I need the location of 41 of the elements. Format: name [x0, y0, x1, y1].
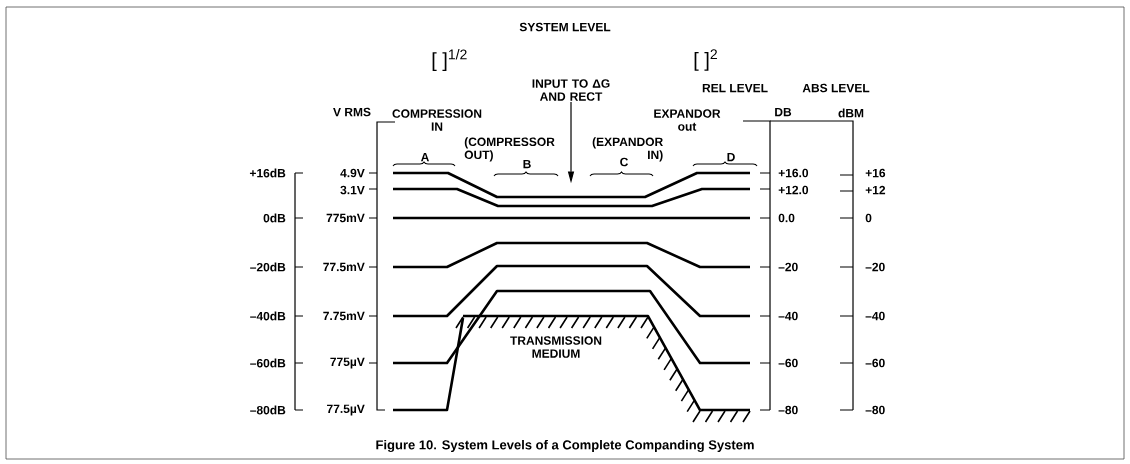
tick-label: 775mV: [326, 213, 365, 223]
tick-label: –20dB: [250, 262, 286, 272]
tick-label: 0: [865, 213, 872, 223]
tick-label: –40: [778, 311, 798, 321]
tick-label: 7.75mV: [323, 311, 365, 321]
annotation-text: TRANSMISSION MEDIUM: [510, 336, 602, 358]
tick-label: –80dB: [250, 405, 286, 415]
caption: Figure 10. System Levels of a Complete Companding System: [376, 439, 754, 453]
annotation-text: INPUT TO ΔG AND RECT: [532, 79, 610, 101]
tick-label: –20: [778, 262, 798, 272]
exponent-bracket: [ ]$^{2}$: [694, 49, 717, 71]
tick-label: +16.0: [778, 168, 809, 178]
tick-label: –80: [865, 405, 885, 415]
column-heading: ABS LEVEL: [802, 83, 870, 93]
tick-label: +12: [865, 185, 886, 195]
tick-label: 775µV: [330, 357, 365, 369]
level-curve: [393, 171, 750, 199]
tick-label: –60: [778, 358, 798, 368]
tick-label: –60: [865, 358, 885, 368]
column-heading: DB: [775, 107, 792, 117]
tick-label: 0dB: [263, 213, 286, 223]
column-heading: COMPRESSION IN: [392, 109, 482, 131]
exponent-bracket: [ ]$^{1/2}$: [432, 49, 467, 71]
column-heading: REL LEVEL: [702, 83, 768, 93]
tick-label: 3.1V: [340, 185, 365, 195]
column-heading: EXPANDOR out: [654, 109, 721, 131]
tick-label: –80: [778, 405, 798, 415]
tick-label: –40dB: [250, 311, 286, 321]
tick-label: 77.5mV: [323, 262, 365, 272]
column-heading: dBM: [838, 108, 864, 118]
title: SYSTEM LEVEL: [519, 22, 611, 32]
tick-label: +16dB: [249, 168, 286, 178]
tick-label: 4.9V: [340, 168, 365, 178]
tick-label: –40: [865, 311, 885, 321]
tick-label: +16: [865, 168, 886, 178]
tick-label: +12.0: [778, 185, 809, 195]
tick-label: –20: [865, 262, 885, 272]
column-heading: V RMS: [333, 107, 371, 117]
tick-label: 0.0: [778, 213, 795, 223]
tick-label: 77.5µV: [327, 404, 365, 416]
tick-label: –60dB: [250, 358, 286, 368]
